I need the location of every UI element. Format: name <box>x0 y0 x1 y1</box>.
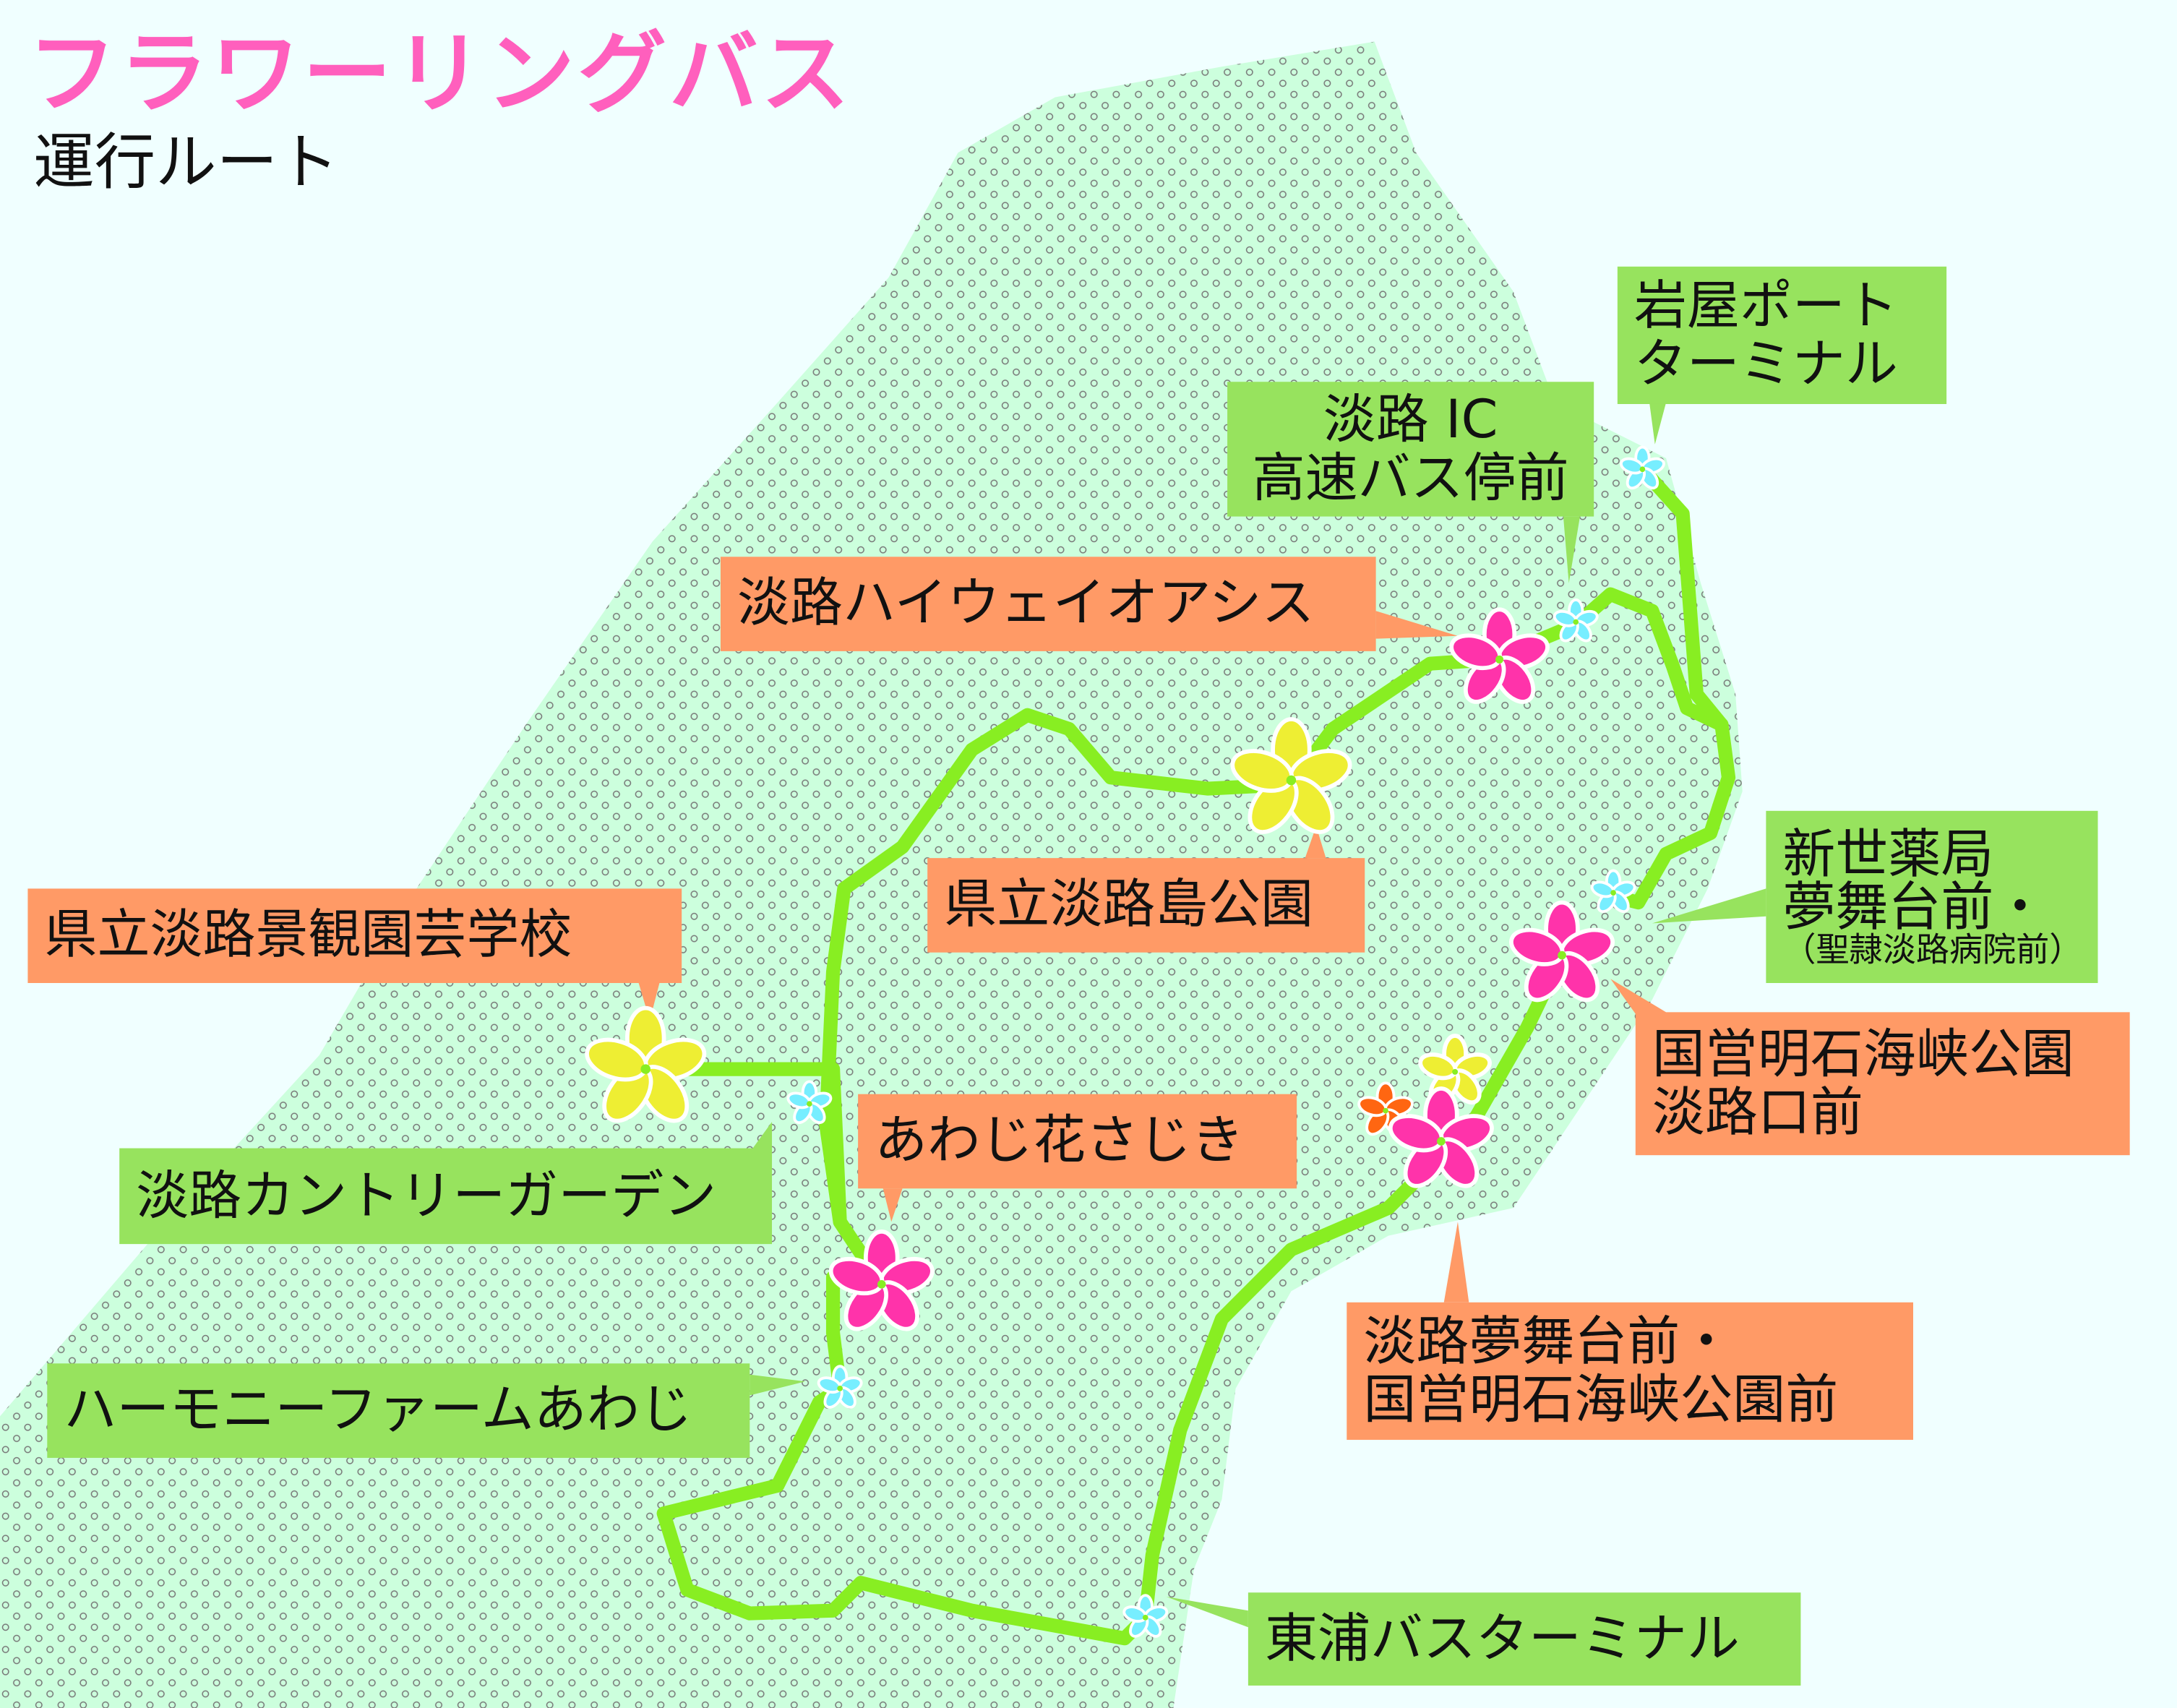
flower-spot-icon <box>1388 1086 1494 1188</box>
label-line: 県立淡路景観園芸学校 <box>44 904 572 966</box>
flower-spot-icon <box>1357 1081 1414 1136</box>
label-country-garden[interactable]: 淡路カントリーガーデン <box>119 1148 773 1245</box>
label-line: 淡路カントリーガーデン <box>136 1164 717 1227</box>
label-awaji-ic[interactable]: 淡路 IC 高速バス停前 <box>1227 382 1594 517</box>
flower-spot-icon <box>585 1005 707 1123</box>
label-higashiura-bus-terminal[interactable]: 東浦バスターミナル <box>1248 1592 1801 1686</box>
bus-stop-icon <box>786 1080 833 1125</box>
route-main-loop <box>656 587 1736 1646</box>
flowers <box>585 445 1665 1638</box>
label-line: 国営明石海峡公園前 <box>1363 1368 1839 1430</box>
label-awaji-hanasajiki[interactable]: あわじ花さじき <box>858 1094 1297 1189</box>
label-line: 東浦バスターミナル <box>1264 1608 1740 1669</box>
label-yumebutai[interactable]: 淡路夢舞台前・ 国営明石海峡公園前 <box>1347 1302 1914 1440</box>
label-line: ハーモニーファームあわじ <box>64 1379 692 1441</box>
label-iwaya-port-terminal[interactable]: 岩屋ポート ターミナル <box>1617 266 1947 404</box>
label-line: 国営明石海峡公園 <box>1652 1023 2074 1086</box>
label-akashi-kaikyo-awajiguchi[interactable]: 国営明石海峡公園 淡路口前 <box>1635 1012 2130 1156</box>
flower-spot-icon <box>1418 1034 1492 1105</box>
label-line: 淡路ハイウェイオアシス <box>737 572 1315 634</box>
flower-spot-icon <box>828 1229 935 1331</box>
flower-spot-icon <box>1449 607 1550 704</box>
flower-spot-icon <box>1230 717 1352 834</box>
map-subtitle: 運行ルート <box>33 127 339 199</box>
label-keikan-engei-school[interactable]: 県立淡路景観園芸学校 <box>27 888 682 983</box>
label-line: 岩屋ポート <box>1633 275 1898 337</box>
route-iwaya-branch <box>1638 465 1729 732</box>
label-harmony-farm-awaji[interactable]: ハーモニーファームあわじ <box>47 1363 750 1458</box>
label-line: 新世薬局 <box>1782 823 1994 885</box>
label-line: 淡路夢舞台前・ <box>1363 1311 1733 1373</box>
bus-stop-icon <box>1122 1594 1169 1638</box>
label-line: あわじ花さじき <box>875 1110 1245 1172</box>
label-line: ターミナル <box>1633 332 1898 394</box>
label-line: 高速バス停前 <box>1252 446 1569 508</box>
bus-stop-icon <box>1553 598 1599 643</box>
map-title: フラワーリングバス <box>27 23 853 126</box>
label-line: 夢舞台前・ <box>1782 876 2047 937</box>
label-kenritsu-awajishima-park[interactable]: 県立淡路島公園 <box>927 858 1365 953</box>
bus-stop-icon <box>817 1365 863 1409</box>
bus-stop-icon <box>1590 869 1636 914</box>
bus-stop-icon <box>1619 445 1665 490</box>
label-line: 淡路口前 <box>1652 1081 1863 1142</box>
label-line: 淡路 IC <box>1323 389 1498 451</box>
label-line: （聖隷淡路病院前） <box>1782 930 2083 969</box>
label-highway-oasis[interactable]: 淡路ハイウェイオアシス <box>720 557 1376 651</box>
label-line: 県立淡路島公園 <box>944 874 1314 935</box>
label-shinsei-pharmacy[interactable]: 新世薬局 夢舞台前・ （聖隷淡路病院前） <box>1766 810 2098 983</box>
flower-spot-icon <box>1509 900 1615 1003</box>
